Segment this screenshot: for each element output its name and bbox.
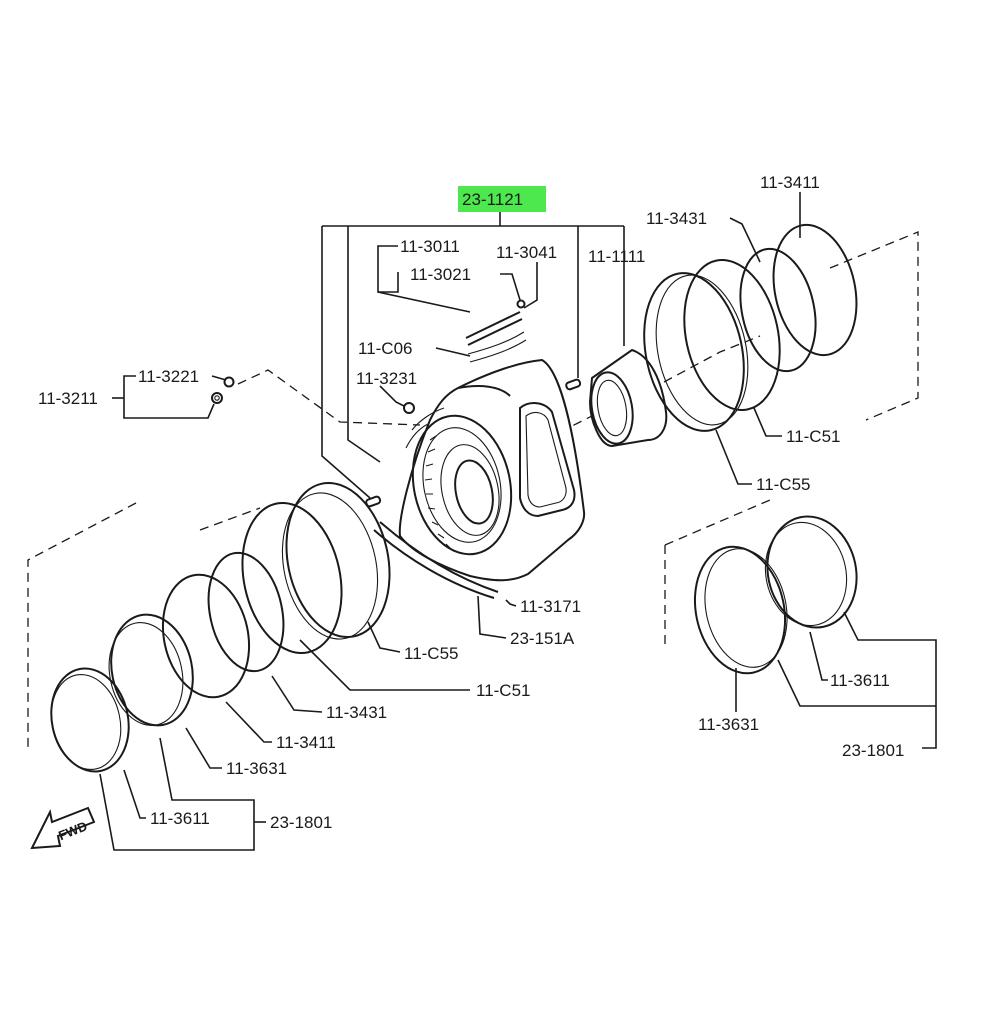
right-rings [588,223,858,448]
label-11-3171[interactable]: 11-3171 [520,597,581,616]
label-11-C55-right[interactable]: 11-C55 [756,475,811,494]
label-11-3431-left[interactable]: 11-3431 [326,703,387,722]
reference-planes [27,231,919,748]
label-11-3631-left[interactable]: 11-3631 [226,759,287,778]
left-rings [50,481,391,773]
apex-seal-strip [465,311,523,346]
label-11-3411-right[interactable]: 11-3411 [760,173,820,192]
label-11-3431-right[interactable]: 11-3431 [646,209,707,228]
label-11-C55-left[interactable]: 11-C55 [404,644,459,663]
fwd-arrow-icon: FWD [30,806,96,850]
leader-lines [99,192,937,851]
label-11-3011[interactable]: 11-3011 [400,237,460,256]
highlight-box [458,186,546,212]
rotor-housing [398,358,586,582]
label-11-3231[interactable]: 11-3231 [356,369,417,388]
rotor-small-seals [211,299,582,599]
label-23-1121[interactable]: 23-1121 [462,190,523,209]
label-11-3611-left[interactable]: 11-3611 [150,809,210,828]
label-11-3221[interactable]: 11-3221 [138,367,199,386]
label-11-C51-left[interactable]: 11-C51 [476,681,531,700]
label-11-3211[interactable]: 11-3211 [38,389,98,408]
label-11-3041[interactable]: 11-3041 [496,243,557,262]
label-11-C06[interactable]: 11-C06 [358,339,413,358]
label-11-C51-right[interactable]: 11-C51 [786,427,841,446]
label-11-3631-right[interactable]: 11-3631 [698,715,759,734]
label-23-151A[interactable]: 23-151A [510,629,575,648]
part-labels: 23-1121 11-3011 11-3041 11-3021 11-1111 … [38,173,904,832]
label-23-1801-left[interactable]: 23-1801 [270,813,332,832]
label-11-3021[interactable]: 11-3021 [410,265,471,284]
right-lower-rings [693,515,858,675]
label-11-3411-left[interactable]: 11-3411 [276,733,336,752]
label-23-1801-right[interactable]: 23-1801 [842,741,904,760]
label-11-3611-right[interactable]: 11-3611 [830,671,890,690]
label-11-1111[interactable]: 11-1111 [588,247,645,266]
